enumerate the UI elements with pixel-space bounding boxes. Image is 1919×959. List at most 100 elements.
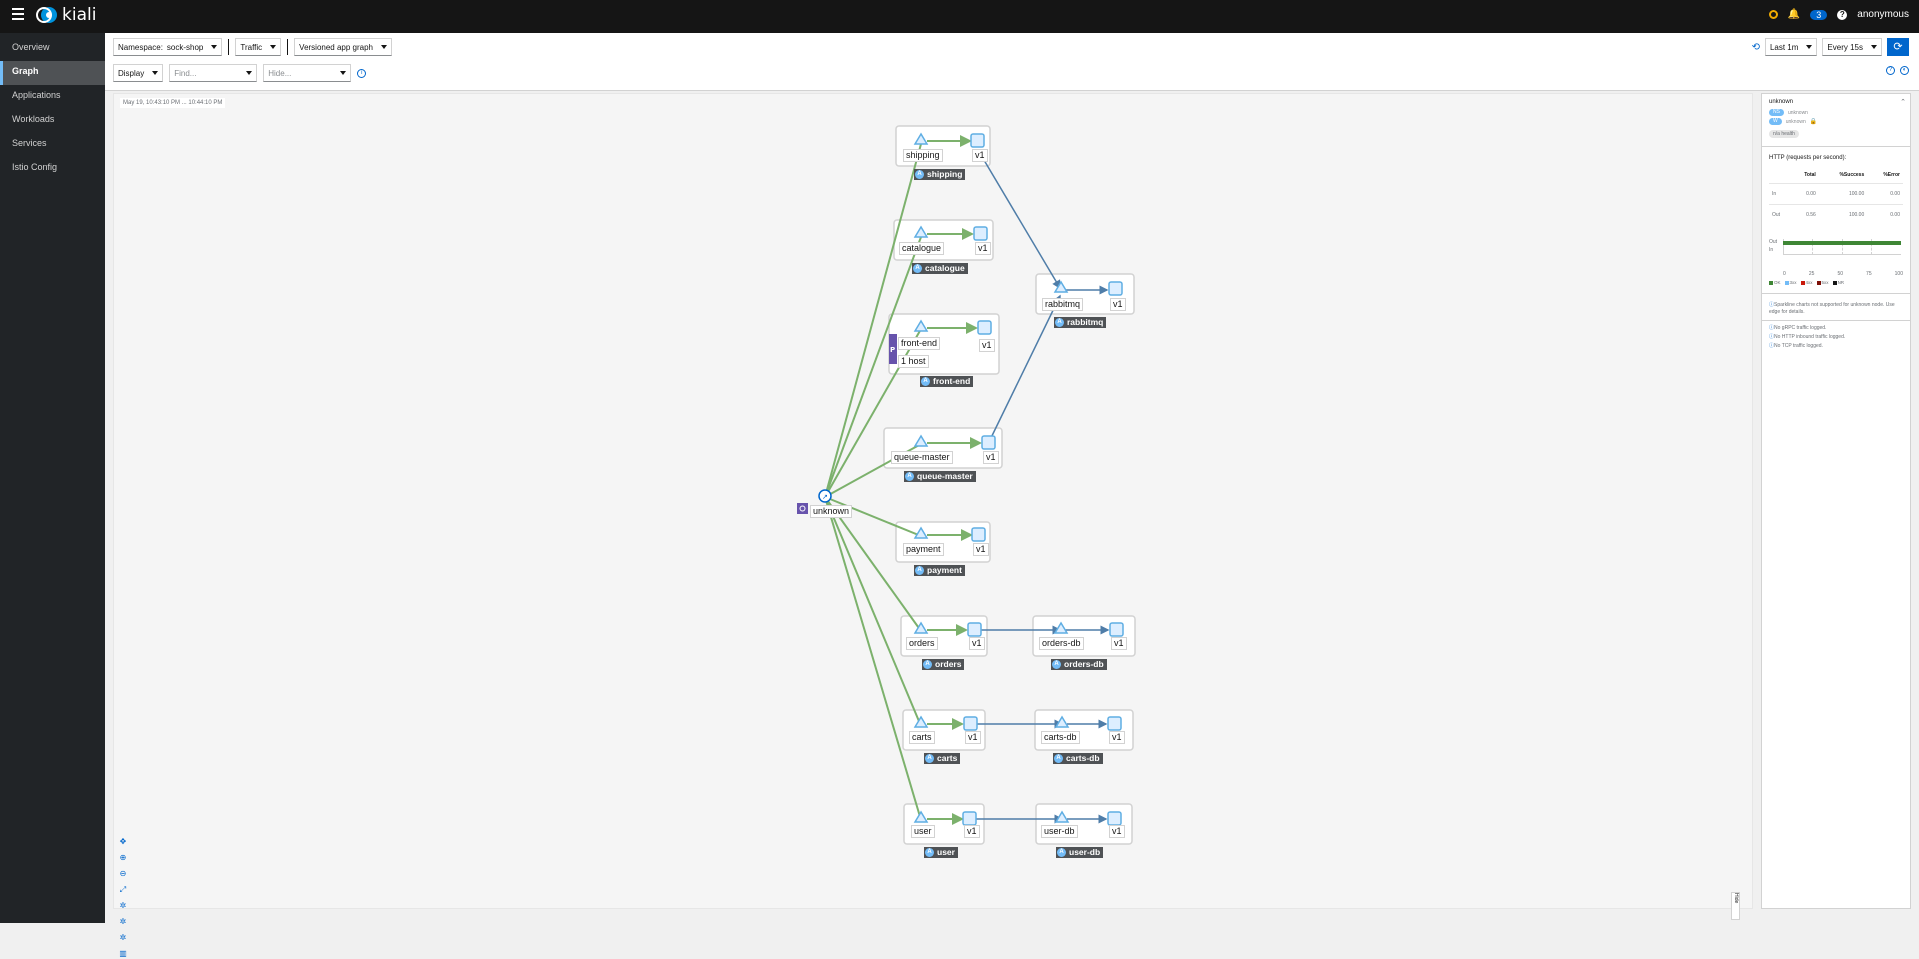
sidebar-item-services[interactable]: Services <box>12 138 47 148</box>
chevron-down-icon <box>340 71 347 75</box>
service-label-queue-master: queue-master <box>891 451 953 464</box>
display-dropdown[interactable]: Display <box>113 64 164 82</box>
kiali-logo[interactable]: kiali <box>36 4 96 26</box>
hide-panel-tab[interactable]: Hide <box>1731 892 1740 920</box>
grpc-note: No gRPC traffic logged. <box>1774 325 1827 331</box>
version-label-rabbitmq: v1 <box>1110 298 1126 311</box>
service-label-carts: carts <box>909 731 935 744</box>
legend-icon[interactable]: ▥ <box>119 949 127 958</box>
workload-node-rabbitmq[interactable] <box>1108 281 1123 296</box>
layout-dagre-icon[interactable]: ✲ <box>119 901 127 910</box>
service-label-front-end: front-end <box>898 337 941 350</box>
workload-node-catalogue[interactable] <box>973 226 988 241</box>
http-title: HTTP (requests per second): <box>1769 155 1847 161</box>
chevron-down-icon <box>246 71 253 75</box>
sidebar-item-graph[interactable]: Graph <box>0 61 105 85</box>
workload-badge-value: unknown <box>1785 118 1806 125</box>
workload-node-shipping[interactable] <box>970 133 985 148</box>
out-ok-bar <box>1783 241 1901 245</box>
table-cell: 0.56 <box>1791 204 1819 225</box>
lock-icon: 🔒 <box>1809 119 1818 125</box>
chevron-down-icon <box>211 45 218 49</box>
table-header <box>1769 167 1791 184</box>
app-icon: A <box>915 566 924 576</box>
istio-status-icon[interactable] <box>1768 10 1778 19</box>
service-label-payment: payment <box>903 543 944 556</box>
user-menu[interactable]: anonymous <box>1857 9 1909 20</box>
fit-icon[interactable]: ⤢ <box>119 885 127 894</box>
unknown-node[interactable] <box>818 489 832 503</box>
hamburger-menu-icon[interactable] <box>12 8 24 20</box>
find-placeholder: Find... <box>174 68 197 78</box>
workload-node-payment[interactable] <box>971 527 986 542</box>
app-icon: A <box>921 377 930 387</box>
service-node-catalogue[interactable] <box>913 225 929 238</box>
table-header: Total <box>1804 172 1816 178</box>
namespace-badge: NS <box>1769 109 1784 116</box>
collapse-icon[interactable]: ⌃ <box>1900 99 1906 106</box>
zoom-out-icon[interactable]: ⊖ <box>119 869 127 878</box>
version-label-catalogue: v1 <box>975 242 991 255</box>
service-node-queue-master[interactable] <box>913 434 929 447</box>
notification-count[interactable]: 3 <box>1810 9 1828 20</box>
workload-node-front-end[interactable] <box>977 320 992 335</box>
service-node-front-end[interactable] <box>913 319 929 332</box>
find-input[interactable]: Find... <box>169 64 258 82</box>
workload-node-carts-db[interactable] <box>1107 716 1122 731</box>
chevron-down-icon <box>381 45 388 49</box>
app-label-text: orders-db <box>1064 659 1104 669</box>
service-node-user-db[interactable] <box>1054 810 1070 823</box>
table-cell: Out <box>1769 204 1792 225</box>
table-row: In 0.00 100.00 0.00 <box>1769 183 1903 205</box>
bell-icon[interactable]: 🔔 <box>1787 9 1801 20</box>
duration-dropdown[interactable]: Last 1m <box>1764 38 1818 56</box>
service-node-orders-db[interactable] <box>1053 621 1069 634</box>
zoom-in-icon[interactable]: ⊕ <box>119 853 127 862</box>
help-icon[interactable]: ? <box>1837 9 1848 20</box>
duration-value: Last 1m <box>1769 42 1799 52</box>
workload-node-carts[interactable] <box>963 716 978 731</box>
hide-panel-icon[interactable]: ◐ <box>1900 66 1909 75</box>
layout-cola-icon[interactable]: ✲ <box>119 933 127 942</box>
graph-help-icon[interactable]: ? <box>1886 66 1895 75</box>
service-node-rabbitmq[interactable] <box>1053 280 1069 293</box>
hide-input[interactable]: Hide... <box>263 64 352 82</box>
sidebar-item-istio-config[interactable]: Istio Config <box>12 162 58 172</box>
pan-icon[interactable]: ✥ <box>119 837 127 846</box>
service-node-orders[interactable] <box>913 621 929 634</box>
table-row: Out 0.56 100.00 0.00 <box>1769 204 1903 225</box>
sidebar-item-applications[interactable]: Applications <box>12 90 61 100</box>
workload-node-user[interactable] <box>962 811 977 826</box>
workload-node-user-db[interactable] <box>1107 811 1122 826</box>
app-icon: A <box>913 264 922 274</box>
service-node-carts[interactable] <box>913 715 929 728</box>
find-help-icon[interactable]: i <box>357 68 367 78</box>
refresh-interval-dropdown[interactable]: Every 15s <box>1822 38 1882 56</box>
version-label-carts: v1 <box>965 731 981 744</box>
namespace-dropdown[interactable]: Namespace: sock-shop <box>113 38 223 56</box>
tcp-note: No TCP traffic logged. <box>1774 343 1823 349</box>
workload-node-orders-db[interactable] <box>1109 622 1124 637</box>
layout-cose-icon[interactable]: ✲ <box>119 917 127 926</box>
workload-node-queue-master[interactable] <box>981 435 996 450</box>
service-node-shipping[interactable] <box>913 132 929 145</box>
service-node-user[interactable] <box>913 810 929 823</box>
graph-canvas[interactable]: May 19, 10:43:10 PM ... 10:44:10 PM <box>113 93 1753 958</box>
traffic-dropdown[interactable]: Traffic <box>235 38 282 56</box>
app-label-text: rabbitmq <box>1067 317 1104 327</box>
history-icon[interactable]: ⟲ <box>1751 41 1760 53</box>
sidebar-item-overview[interactable]: Overview <box>12 42 50 52</box>
service-node-carts-db[interactable] <box>1054 715 1070 728</box>
sidebar-item-workloads[interactable]: Workloads <box>12 114 55 124</box>
refresh-value: Every 15s <box>1827 42 1863 52</box>
workload-node-orders[interactable] <box>967 622 982 637</box>
graph-type-dropdown[interactable]: Versioned app graph <box>294 38 393 56</box>
front-end-hosts-label: 1 host <box>898 355 929 368</box>
refresh-button[interactable]: ⟳ <box>1887 38 1909 56</box>
version-label-payment: v1 <box>973 543 989 556</box>
service-node-payment[interactable] <box>913 526 929 539</box>
